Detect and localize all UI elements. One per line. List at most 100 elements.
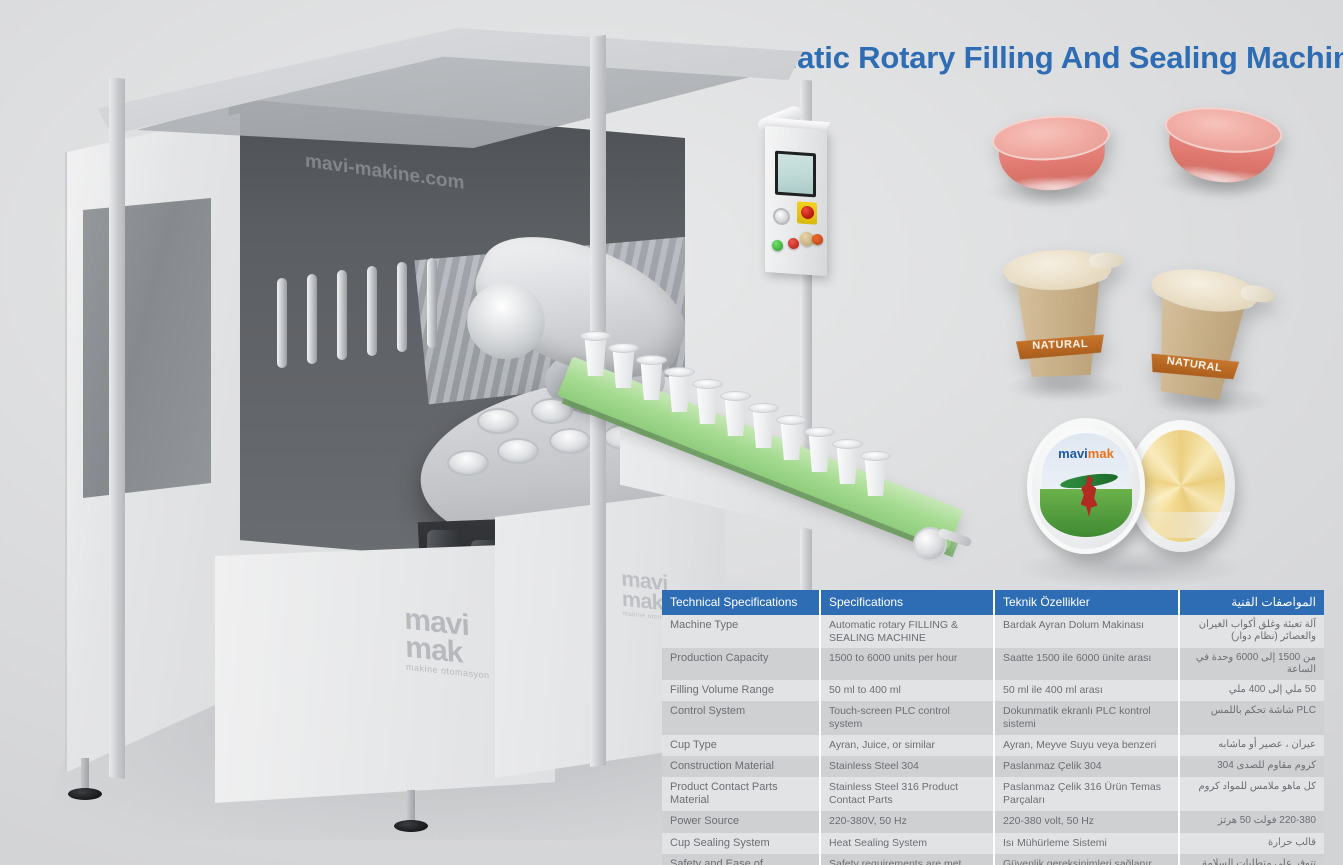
tub-body-open [1127,420,1235,552]
conveyor-cup-rim [608,343,639,353]
conveyor-cup-rim [860,451,891,461]
adjustable-foot [407,790,415,824]
cell-spec-value-en: Stainless Steel 304 [820,755,995,777]
cell-spec-label: Safety and Ease of Operation [662,853,821,865]
machine-render: mavi mak makine otomasyon mavi mak makin… [20,0,1001,840]
conveyor-cup-rim [692,379,723,389]
emergency-stop-knob[interactable] [801,205,814,220]
cell-spec-value-en: Touch-screen PLC control system [820,701,995,735]
cell-spec-value-ar: كل ماهو ملامس للمواد كروم [1179,776,1324,812]
header-arabic: المواصفات الفنية [1179,590,1324,615]
conveyor-cup [780,420,803,460]
cup-station [477,408,519,434]
product-shadow [1005,372,1125,402]
cell-spec-value-tr: Isı Mühürleme Sistemi [994,832,1180,854]
cell-spec-value-en: 50 ml to 400 ml [820,680,995,702]
reset-button[interactable] [812,233,823,246]
cell-spec-value-tr: Dokunmatik ekranlı PLC kontrol sistemi [994,701,1180,735]
natural-yogurt-cup: NATURAL [1002,246,1124,378]
pink-ayran-tub [990,111,1114,194]
cell-spec-value-en: Safety requirements are met [820,853,995,865]
logo-text-blue: mavi [1058,446,1088,461]
adjustable-foot [81,758,89,792]
cell-spec-value-ar: عيران ، عصير أو ماشابه [1179,734,1324,756]
foot-pad [394,820,428,832]
cell-spec-value-ar: PLC شاشة تحكم باللمس [1179,701,1324,735]
conveyor-cup [752,408,775,448]
cell-spec-value-ar: من 1500 إلى 6000 وحدة في الساعة [1179,648,1324,681]
cell-spec-value-en: 1500 to 6000 units per hour [820,648,995,681]
conveyor-cup-rim [664,367,695,377]
nozzle-tube [397,262,407,352]
conveyor-cup-rim [636,355,667,365]
pink-ayran-tub [1159,102,1285,188]
cell-spec-value-ar: 50 ملي إلى 400 ملي [1179,680,1324,702]
conveyor-cup-rim [580,331,611,341]
tub-printed-lid: mavimak [1027,418,1145,554]
cell-spec-label: Control System [662,701,821,735]
lid-pull-tab [1088,251,1124,269]
conveyor-cup-rim [832,439,863,449]
foot-pad [68,788,102,800]
table-row: Safety and Ease of OperationSafety requi… [662,853,1324,865]
start-button[interactable] [772,239,783,252]
product-shadow [1015,548,1245,588]
cell-spec-value-en: Automatic rotary FILLING & SEALING MACHI… [820,615,995,649]
conveyor-cup [836,444,859,484]
cup-station [447,450,489,476]
control-panel [765,125,827,277]
cell-spec-value-en: 220-380V, 50 Hz [820,811,995,833]
conveyor-cup [696,384,719,424]
conveyor-cup [808,432,831,472]
conveyor-roller [913,527,947,561]
cell-spec-value-ar: آلة تعبئة وغلق أكواب الغيران والعصائر (ن… [1179,615,1324,649]
frame-post [109,77,125,779]
cell-spec-value-tr: 220-380 volt, 50 Hz [994,811,1180,833]
header-technical-specifications: Technical Specifications [662,590,821,615]
cell-spec-value-en: Ayran, Juice, or similar [820,734,995,756]
cell-spec-label: Construction Material [662,755,821,777]
cell-spec-label: Machine Type [662,615,821,649]
cup-station [497,438,539,464]
technical-specifications-table: Technical Specifications Specifications … [662,590,1324,865]
cabinet-left-window [83,198,211,498]
cell-spec-label: Filling Volume Range [662,680,821,702]
product-logo: mavimak [1032,447,1140,460]
conveyor-cup [584,336,607,376]
cell-spec-value-tr: Güvenlik gereksinimleri sağlanır [994,853,1180,865]
cell-spec-value-tr: Ayran, Meyve Suyu veya benzeri [994,734,1180,756]
table-header-row: Technical Specifications Specifications … [662,590,1324,615]
page-title: Automatic Rotary Filling And Sealing Mac… [700,40,1343,75]
conveyor-cup [612,348,635,388]
cell-spec-value-en: Stainless Steel 316 Product Contact Part… [820,776,995,812]
conveyor-cup [864,456,887,496]
stop-button[interactable] [788,237,799,250]
margarine-tub: mavimak [1027,412,1237,562]
nozzle-tube [367,266,377,356]
cup-band-text: NATURAL [1032,338,1089,352]
natural-yogurt-cup: NATURAL [1137,261,1276,403]
cell-spec-value-tr: Bardak Ayran Dolum Makinası [994,615,1180,649]
conveyor-cup-rim [776,415,807,425]
cell-spec-value-en: Heat Sealing System [820,832,995,854]
cell-spec-value-ar: تتوفر على متطلبات السلامة [1179,853,1324,865]
cell-spec-label: Power Source [662,811,821,833]
pressure-gauge [773,207,790,226]
cell-spec-value-ar: 220-380 فولت 50 هرتز [1179,811,1324,833]
conveyor-cup [668,372,691,412]
hmi-touchscreen[interactable] [775,150,816,198]
nozzle-tube [427,258,437,348]
header-specifications: Specifications [820,590,995,615]
cell-spec-label: Production Capacity [662,648,821,681]
cell-spec-value-tr: 50 ml ile 400 ml arası [994,680,1180,702]
